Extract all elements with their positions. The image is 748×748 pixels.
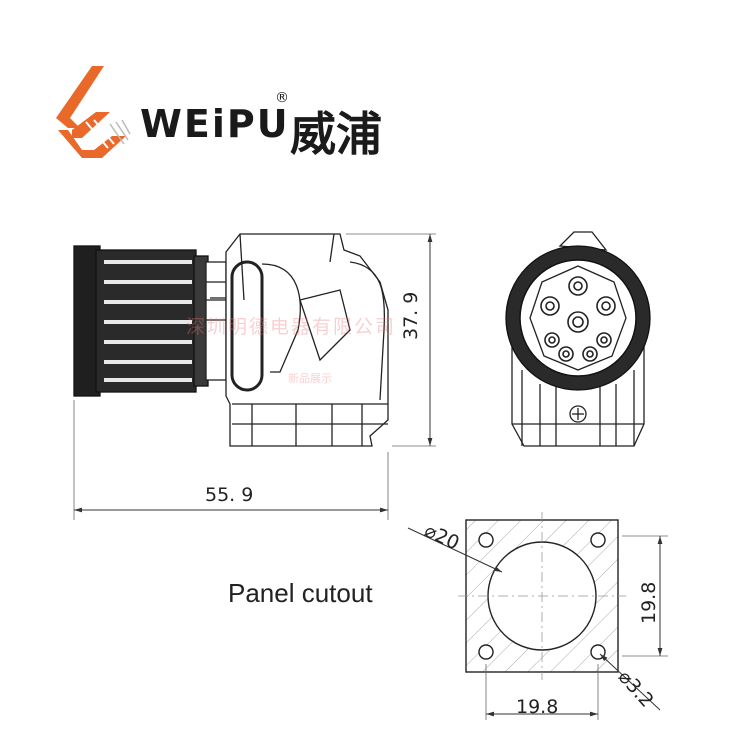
height-dimension-label: 37. 9 — [400, 291, 422, 340]
cutout-width-label: 19.8 — [516, 696, 559, 718]
panel-cutout-caption: Panel cutout — [228, 578, 373, 608]
front-view — [505, 231, 651, 447]
side-view-extension-lines — [73, 233, 436, 520]
chinese-brand-name: 威浦 — [290, 107, 382, 161]
connector-body — [206, 233, 389, 447]
front-body-ribs — [512, 370, 644, 446]
registered-mark: ® — [275, 90, 289, 106]
watermark-subtext: 新品展示 — [288, 372, 332, 385]
ribbed-nut — [73, 245, 227, 397]
side-view — [73, 233, 436, 520]
watermark-text: 深圳明德电器有限公司 — [186, 316, 397, 338]
brand-text: WEiPU — [140, 102, 290, 146]
mount-hole-leader — [599, 653, 661, 711]
cutout-centerlines — [458, 512, 626, 680]
length-dimension-label: 55. 9 — [205, 484, 254, 506]
cutout-height-label: 19.8 — [638, 581, 660, 624]
weipu-logo: WEiPU ® 威浦 — [52, 62, 412, 172]
logo-mark-icon — [56, 66, 131, 158]
contact-pins — [540, 276, 616, 362]
panel-cutout — [407, 512, 668, 720]
center-hole-leader — [407, 527, 503, 573]
